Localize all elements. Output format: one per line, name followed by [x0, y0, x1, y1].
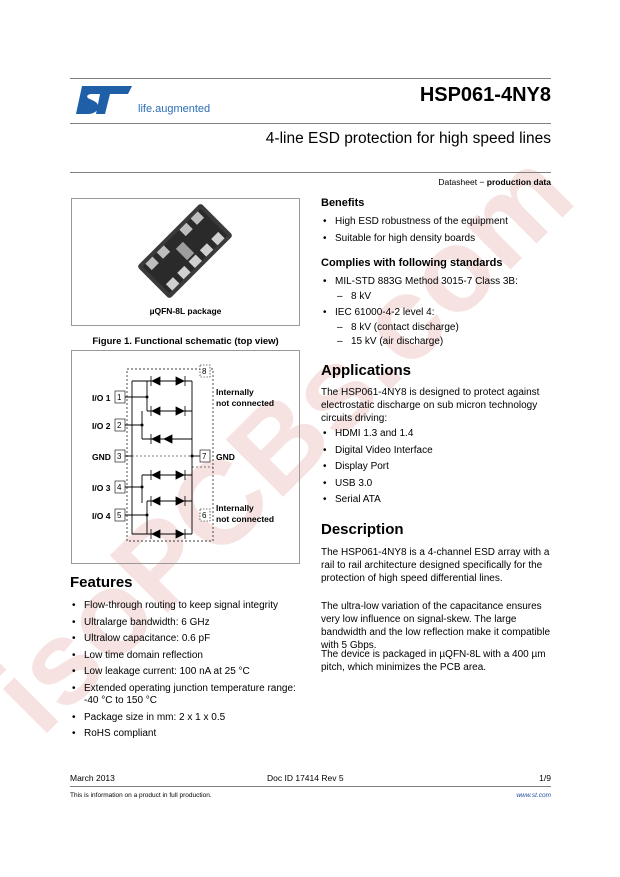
footer-date: March 2013: [70, 773, 115, 783]
pin-num-7: 7: [202, 452, 207, 461]
description-p3: The device is packaged in µQFN-8L with a…: [321, 649, 546, 673]
standards-subitem: 8 kV: [335, 291, 553, 304]
benefits-heading: Benefits: [321, 197, 365, 209]
standards-sublist: 8 kV (contact discharge) 15 kV (air disc…: [335, 322, 553, 349]
features-item: Package size in mm: 2 x 1 x 0.5: [70, 712, 300, 725]
applications-item: HDMI 1.3 and 1.4: [321, 428, 551, 441]
standards-subitem: 8 kV (contact discharge): [335, 322, 553, 335]
datasheet-status-value: production data: [486, 177, 551, 187]
pin-label-gnd-left: GND: [92, 452, 111, 462]
applications-item: Serial ATA: [321, 494, 551, 507]
standards-heading: Complies with following standards: [321, 257, 503, 269]
st-logo: [72, 84, 134, 121]
datasheet-dash: −: [477, 177, 487, 187]
footer-doc-id: Doc ID 17414 Rev 5: [267, 773, 344, 783]
pin6-label-line1: Internally: [216, 503, 254, 513]
pin-label-io1: I/O 1: [92, 393, 111, 403]
standards-item: IEC 61000-4-2 level 4: 8 kV (contact dis…: [321, 307, 553, 349]
logo-tagline: life.augmented: [138, 103, 211, 115]
features-item: Ultralow capacitance: 0.6 pF: [70, 633, 300, 646]
features-item: RoHS compliant: [70, 728, 300, 741]
benefits-item: High ESD robustness of the equipment: [321, 216, 553, 229]
pin-num-3: 3: [117, 452, 122, 461]
header-top-rule: [70, 78, 551, 79]
applications-list: HDMI 1.3 and 1.4 Digital Video Interface…: [321, 428, 551, 511]
package-caption: µQFN-8L package: [149, 306, 222, 316]
features-item: Extended operating junction temperature …: [70, 683, 300, 708]
applications-heading: Applications: [321, 362, 412, 379]
pin-label-io4: I/O 4: [92, 511, 111, 521]
functional-schematic: I/O 1 1 I/O 2 2 GND 3 I/O 3 4 I/O 4 5 8 …: [71, 350, 300, 564]
footer-note: This is information on a product in full…: [70, 792, 212, 799]
pin-label-io2: I/O 2: [92, 421, 111, 431]
document-subtitle: 4-line ESD protection for high speed lin…: [265, 130, 551, 147]
pin8-label-line2: not connected: [216, 398, 275, 408]
features-heading: Features: [70, 574, 133, 591]
pin-num-8: 8: [202, 367, 207, 376]
pin-num-2: 2: [117, 421, 122, 430]
features-item: Ultralarge bandwidth: 6 GHz: [70, 617, 300, 630]
standards-item-text: MIL-STD 883G Method 3015-7 Class 3B:: [335, 276, 518, 287]
st-logo-icon: [76, 86, 132, 114]
part-number: HSP061-4NY8: [419, 84, 551, 106]
applications-intro: The HSP061-4NY8 is designed to protect a…: [321, 387, 540, 424]
footer-page: 1/9: [539, 773, 551, 783]
applications-item: USB 3.0: [321, 478, 551, 491]
pin-num-1: 1: [117, 393, 122, 402]
package-chip-image: [138, 204, 232, 298]
standards-item: MIL-STD 883G Method 3015-7 Class 3B: 8 k…: [321, 276, 553, 303]
description-p2: The ultra-low variation of the capacitan…: [321, 601, 551, 651]
pin-num-6: 6: [202, 511, 207, 520]
features-list: Flow-through routing to keep signal inte…: [70, 600, 300, 745]
features-item: Flow-through routing to keep signal inte…: [70, 600, 300, 613]
pin-label-io3: I/O 3: [92, 483, 111, 493]
description-heading: Description: [321, 521, 404, 538]
standards-subitem: 15 kV (air discharge): [335, 336, 553, 349]
benefits-item: Suitable for high density boards: [321, 233, 553, 246]
standards-sublist: 8 kV: [335, 291, 553, 304]
schematic-diagram: [114, 364, 214, 542]
pin8-label-line1: Internally: [216, 387, 254, 397]
datasheet-status: Datasheet − production data: [438, 177, 551, 187]
features-item: Low time domain reflection: [70, 650, 300, 663]
standards-list: MIL-STD 883G Method 3015-7 Class 3B: 8 k…: [321, 276, 553, 353]
pin-label-gnd-right: GND: [216, 452, 235, 462]
benefits-list: High ESD robustness of the equipment Sui…: [321, 216, 553, 249]
applications-item: Digital Video Interface: [321, 445, 551, 458]
pin6-label-line2: not connected: [216, 514, 275, 524]
figure1-caption: Figure 1. Functional schematic (top view…: [92, 336, 279, 347]
features-item: Low leakage current: 100 nA at 25 °C: [70, 666, 300, 679]
description-p1: The HSP061-4NY8 is a 4-channel ESD array…: [321, 547, 550, 584]
header-bottom-rule: [70, 172, 551, 173]
datasheet-label: Datasheet: [438, 177, 478, 187]
footer-url-link[interactable]: www.st.com: [516, 792, 551, 799]
pin-num-4: 4: [117, 483, 122, 492]
applications-item: Display Port: [321, 461, 551, 474]
package-image-box: µQFN-8L package: [71, 198, 300, 326]
header-mid-rule: [70, 123, 551, 124]
pin-num-5: 5: [117, 511, 122, 520]
footer-rule: [70, 786, 551, 787]
standards-item-text: IEC 61000-4-2 level 4:: [335, 307, 435, 318]
